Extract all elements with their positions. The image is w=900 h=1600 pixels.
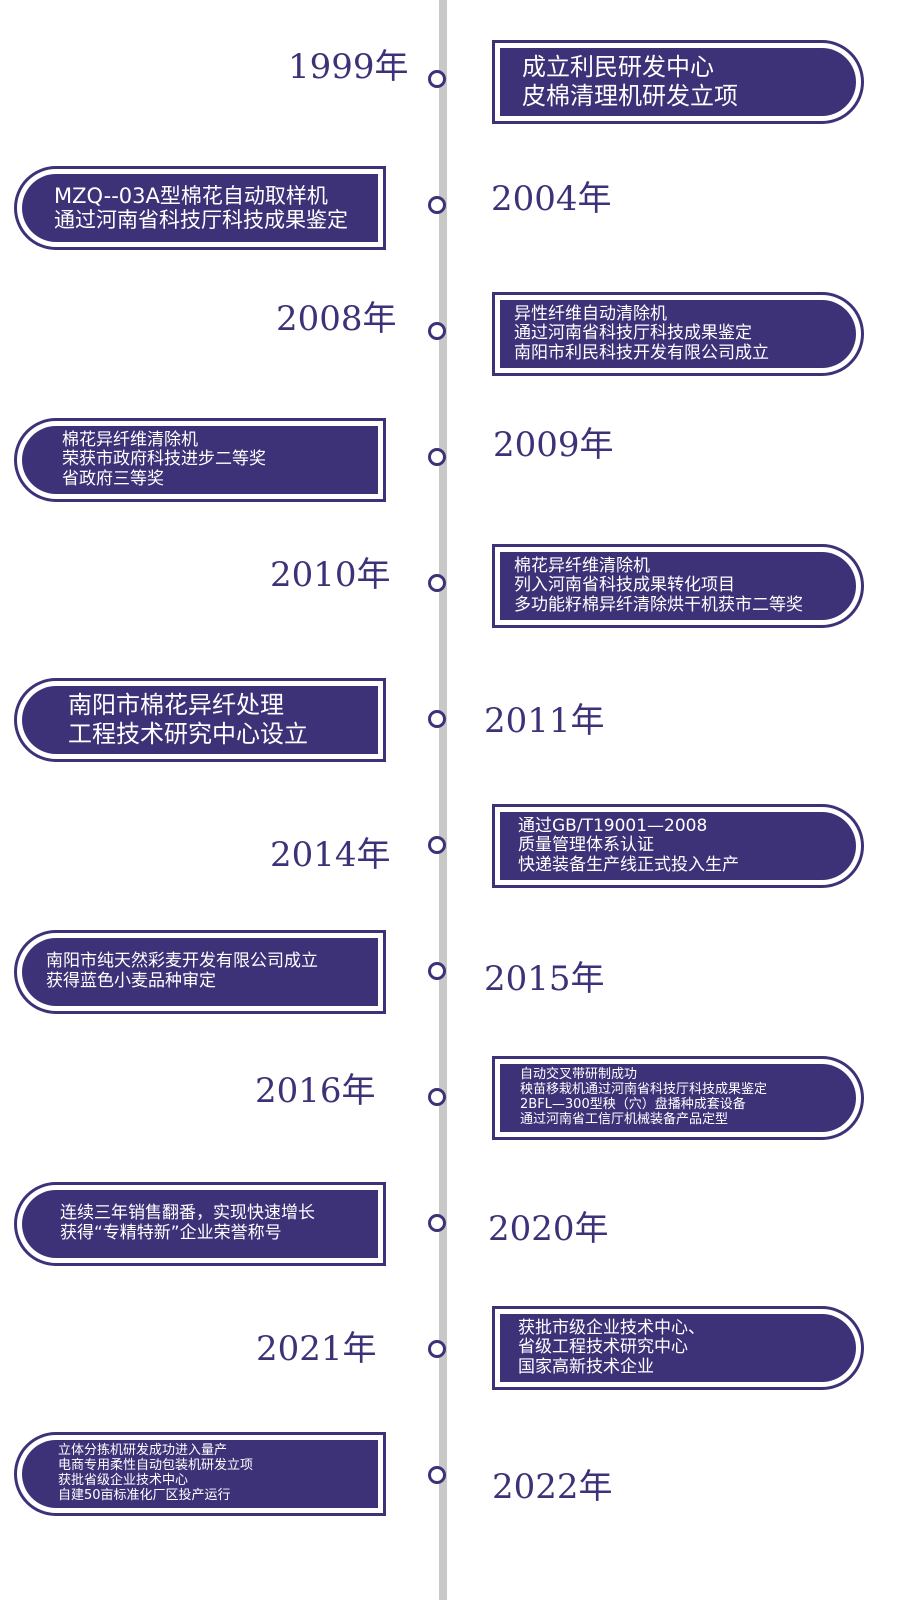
year-label: 1999年 [288, 47, 409, 87]
timeline-node [428, 1214, 446, 1232]
year-label: 2014年 [270, 835, 391, 875]
milestone-text: 棉花异纤维清除机 [62, 429, 198, 450]
milestone-text: 异性纤维自动清除机 [514, 303, 667, 324]
milestone-text: 多功能籽棉异纤清除烘干机获市二等奖 [514, 594, 803, 615]
milestone-text: 自动交叉带研制成功 [520, 1067, 638, 1083]
timeline-node [428, 322, 446, 340]
timeline-node [428, 836, 446, 854]
milestone-text: 秧苗移栽机通过河南省科技厅科技成果鉴定 [520, 1082, 768, 1098]
milestone-text: 通过河南省科技厅科技成果鉴定 [54, 208, 348, 232]
milestone-card-body: 立体分拣机研发成功进入量产 电商专用柔性自动包装机研发立项 获批省级企业技术中心… [22, 1440, 378, 1508]
milestone-card-body: 异性纤维自动清除机 通过河南省科技厅科技成果鉴定 南阳市利民科技开发有限公司成立 [500, 300, 856, 368]
milestone-text: 获批省级企业技术中心 [58, 1473, 189, 1488]
timeline-node [428, 1088, 446, 1106]
timeline-node [428, 1466, 446, 1484]
year-label: 2011年 [484, 701, 605, 741]
milestone-text: 南阳市利民科技开发有限公司成立 [514, 342, 769, 363]
year-label: 2010年 [270, 555, 391, 595]
milestone-text: 通过GB/T19001—2008 [518, 815, 708, 836]
year-label: 2021年 [256, 1329, 377, 1369]
milestone-text: 获批市级企业技术中心、 [518, 1317, 705, 1338]
milestone-text: 国家高新技术企业 [518, 1356, 654, 1377]
milestone-card: 棉花异纤维清除机 荣获市政府科技进步二等奖 省政府三等奖 [14, 418, 386, 502]
milestone-card-body: 棉花异纤维清除机 列入河南省科技成果转化项目 多功能籽棉异纤清除烘干机获市二等奖 [500, 552, 856, 620]
milestone-text: 荣获市政府科技进步二等奖 [62, 449, 266, 470]
milestone-card: MZQ--03A型棉花自动取样机 通过河南省科技厅科技成果鉴定 [14, 166, 386, 250]
milestone-text: 工程技术研究中心设立 [68, 720, 308, 748]
milestone-card-body: 连续三年销售翻番，实现快速增长 获得“专精特新”企业荣誉称号 [22, 1190, 378, 1258]
milestone-card-body: MZQ--03A型棉花自动取样机 通过河南省科技厅科技成果鉴定 [22, 174, 378, 242]
milestone-card-body: 南阳市纯天然彩麦开发有限公司成立 获得蓝色小麦品种审定 [22, 938, 378, 1006]
milestone-text: 棉花异纤维清除机 [514, 555, 650, 576]
milestone-card-body: 自动交叉带研制成功 秧苗移栽机通过河南省科技厅科技成果鉴定 2BFL—300型秧… [500, 1064, 856, 1132]
year-label: 2016年 [255, 1071, 376, 1111]
milestone-text: MZQ--03A型棉花自动取样机 [54, 183, 328, 208]
milestone-card: 立体分拣机研发成功进入量产 电商专用柔性自动包装机研发立项 获批省级企业技术中心… [14, 1432, 386, 1516]
timeline-node [428, 448, 446, 466]
milestone-text: 成立利民研发中心 [522, 53, 714, 82]
milestone-text: 省政府三等奖 [62, 468, 164, 489]
milestone-card: 获批市级企业技术中心、 省级工程技术研究中心 国家高新技术企业 [492, 1306, 864, 1390]
milestone-card: 异性纤维自动清除机 通过河南省科技厅科技成果鉴定 南阳市利民科技开发有限公司成立 [492, 292, 864, 376]
milestone-text: 获得“专精特新”企业荣誉称号 [60, 1223, 282, 1243]
year-label: 2015年 [484, 959, 605, 999]
milestone-text: 通过河南省科技厅科技成果鉴定 [514, 323, 752, 344]
milestone-card: 南阳市棉花异纤处理 工程技术研究中心设立 [14, 678, 386, 762]
milestone-text: 自建50亩标准化厂区投产运行 [58, 1487, 231, 1503]
year-label: 2020年 [488, 1209, 609, 1249]
year-label: 2008年 [276, 299, 397, 339]
milestone-text: 获得蓝色小麦品种审定 [46, 971, 216, 991]
milestone-card-body: 棉花异纤维清除机 荣获市政府科技进步二等奖 省政府三等奖 [22, 426, 378, 494]
milestone-text: 通过河南省工信厅机械装备产品定型 [520, 1111, 729, 1127]
milestone-text: 列入河南省科技成果转化项目 [514, 575, 735, 596]
milestone-text: 省级工程技术研究中心 [518, 1337, 688, 1358]
timeline-node [428, 962, 446, 980]
milestone-card: 连续三年销售翻番，实现快速增长 获得“专精特新”企业荣誉称号 [14, 1182, 386, 1266]
timeline-node [428, 70, 446, 88]
milestone-text: 快递装备生产线正式投入生产 [518, 854, 739, 875]
milestone-card-body: 南阳市棉花异纤处理 工程技术研究中心设立 [22, 686, 378, 754]
timeline-axis [439, 0, 447, 1600]
milestone-text: 质量管理体系认证 [518, 835, 654, 856]
milestone-card-body: 通过GB/T19001—2008 质量管理体系认证 快递装备生产线正式投入生产 [500, 812, 856, 880]
milestone-card: 南阳市纯天然彩麦开发有限公司成立 获得蓝色小麦品种审定 [14, 930, 386, 1014]
timeline-node [428, 710, 446, 728]
milestone-text: 连续三年销售翻番，实现快速增长 [60, 1203, 315, 1224]
milestone-card: 成立利民研发中心 皮棉清理机研发立项 [492, 40, 864, 124]
year-label: 2009年 [493, 425, 614, 465]
milestone-card: 棉花异纤维清除机 列入河南省科技成果转化项目 多功能籽棉异纤清除烘干机获市二等奖 [492, 544, 864, 628]
milestone-text: 皮棉清理机研发立项 [522, 82, 738, 110]
milestone-card-body: 获批市级企业技术中心、 省级工程技术研究中心 国家高新技术企业 [500, 1314, 856, 1382]
timeline-node [428, 196, 446, 214]
timeline-node [428, 574, 446, 592]
milestone-card: 通过GB/T19001—2008 质量管理体系认证 快递装备生产线正式投入生产 [492, 804, 864, 888]
year-label: 2022年 [492, 1467, 613, 1507]
year-label: 2004年 [491, 179, 612, 219]
milestone-text: 2BFL—300型秧（穴）盘播种成套设备 [520, 1097, 746, 1112]
milestone-text: 立体分拣机研发成功进入量产 [58, 1443, 228, 1459]
milestone-card-body: 成立利民研发中心 皮棉清理机研发立项 [500, 48, 856, 116]
milestone-card: 自动交叉带研制成功 秧苗移栽机通过河南省科技厅科技成果鉴定 2BFL—300型秧… [492, 1056, 864, 1140]
timeline-node [428, 1340, 446, 1358]
milestone-text: 电商专用柔性自动包装机研发立项 [58, 1458, 254, 1474]
milestone-text: 南阳市棉花异纤处理 [68, 691, 284, 720]
milestone-text: 南阳市纯天然彩麦开发有限公司成立 [46, 951, 318, 972]
